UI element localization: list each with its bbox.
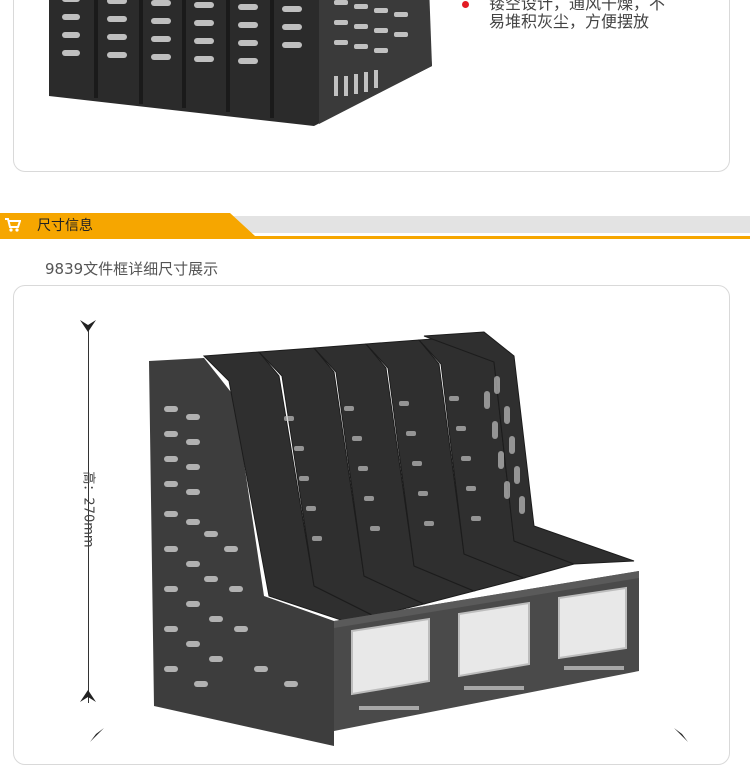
section-subtitle: 9839文件框详细尺寸展示 bbox=[45, 260, 219, 278]
arrow-up-icon bbox=[80, 320, 96, 332]
feature-line-1: 镂空设计，通风干燥，不 bbox=[489, 0, 666, 13]
section-banner: 尺寸信息 bbox=[0, 213, 750, 240]
dimension-card bbox=[13, 285, 730, 765]
file-rack-photo bbox=[149, 331, 639, 746]
cart-icon bbox=[5, 218, 21, 232]
height-label: 高：270mm bbox=[80, 471, 96, 548]
height-dimension-line bbox=[88, 325, 89, 703]
file-rack-photo-top bbox=[49, 0, 432, 126]
feature-line-2: 易堆积灰尘，方便摆放 bbox=[489, 12, 650, 31]
arrow-down-icon bbox=[80, 690, 96, 702]
bullet-icon bbox=[462, 1, 469, 8]
banner-underline bbox=[0, 236, 750, 239]
banner-accent bbox=[0, 213, 255, 236]
section-title: 尺寸信息 bbox=[37, 218, 93, 234]
arrow-right-icon bbox=[674, 728, 688, 742]
top-product-card bbox=[13, 0, 730, 172]
arrow-left-icon bbox=[90, 728, 104, 742]
